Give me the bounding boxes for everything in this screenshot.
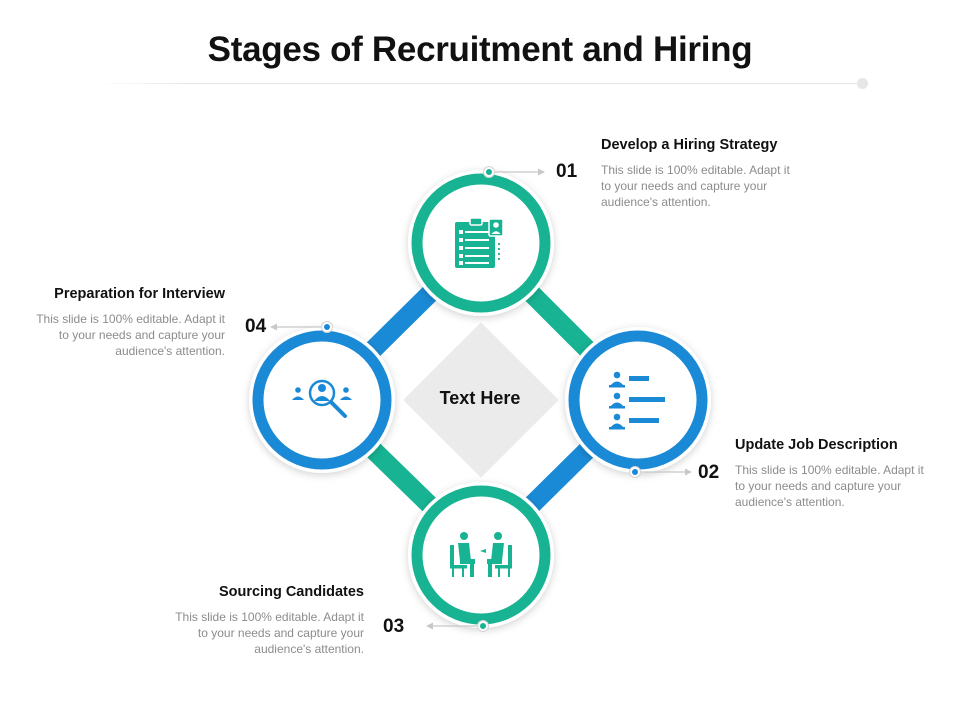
title-divider-dot [857, 78, 868, 89]
stage-3-number: 03 [383, 616, 405, 637]
stage-3-description: This slide is 100% editable. Adapt it to… [175, 610, 364, 656]
pointer-3 [426, 620, 489, 632]
center-text: Text Here [439, 388, 521, 408]
pointer-4 [270, 321, 333, 333]
title-divider [96, 83, 862, 84]
pointer-2 [629, 466, 692, 478]
page-title: Stages of Recruitment and Hiring [207, 30, 753, 69]
stage-1-number: 01 [556, 161, 578, 182]
stage-1-description: This slide is 100% editable. Adapt it to… [601, 163, 790, 209]
stage-4-number: 04 [245, 316, 267, 337]
stage-3-text: Sourcing Candidates This slide is 100% e… [164, 584, 364, 657]
stage-3-node [408, 482, 554, 628]
stage-3-heading: Sourcing Candidates [218, 584, 364, 600]
pointer-1 [483, 166, 545, 178]
clipboard-profile-icon [455, 217, 504, 268]
stage-2-number: 02 [698, 462, 720, 483]
stage-1-heading: Develop a Hiring Strategy [601, 137, 778, 153]
stage-1-text: Develop a Hiring Strategy This slide is … [601, 137, 801, 210]
center-diamond [403, 322, 559, 478]
stage-2-text: Update Job Description This slide is 100… [735, 437, 935, 510]
interview-people-icon [450, 532, 512, 577]
stage-4-text: Preparation for Interview This slide is … [25, 286, 225, 359]
candidate-list-icon [609, 371, 665, 430]
stage-2-heading: Update Job Description [735, 437, 898, 453]
stage-4-description: This slide is 100% editable. Adapt it to… [36, 312, 225, 358]
stage-2-description: This slide is 100% editable. Adapt it to… [735, 463, 924, 509]
stage-4-heading: Preparation for Interview [54, 286, 225, 302]
search-candidate-icon [292, 379, 352, 418]
